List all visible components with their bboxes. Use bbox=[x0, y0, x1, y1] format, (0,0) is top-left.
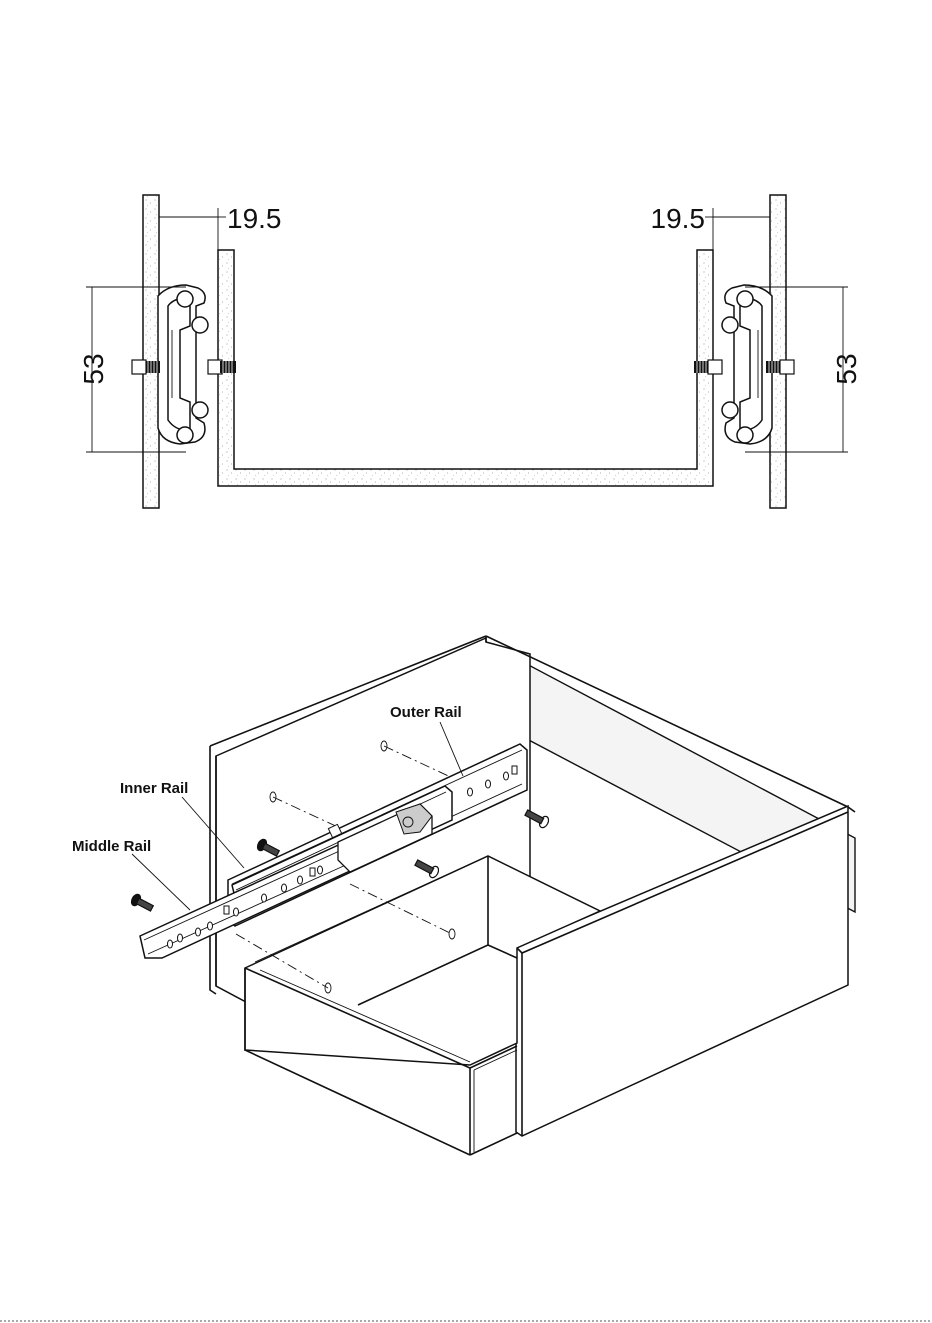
screw-left-outer bbox=[132, 360, 160, 374]
dim-line-right-width bbox=[705, 208, 770, 250]
cabinet-wall-left bbox=[143, 195, 159, 508]
slide-profile-left bbox=[158, 285, 208, 444]
label-outer-rail: Outer Rail bbox=[390, 704, 462, 721]
cabinet-right-panel bbox=[516, 806, 848, 1136]
dim-label-left-width: 19.5 bbox=[227, 203, 282, 234]
cross-section: 19.5 19.5 53 53 bbox=[78, 195, 862, 508]
dim-label-right-width: 19.5 bbox=[651, 203, 706, 234]
label-inner-rail: Inner Rail bbox=[120, 780, 188, 797]
dim-label-right-height: 53 bbox=[831, 353, 862, 384]
slide-profile-right bbox=[722, 285, 772, 444]
screw-left-inner bbox=[208, 360, 236, 374]
assembly-view: Outer Rail Inner Rail Middle Rail bbox=[72, 636, 855, 1155]
dim-line-left-width bbox=[159, 208, 226, 250]
label-middle-rail: Middle Rail bbox=[72, 838, 151, 855]
screw-right-inner bbox=[694, 360, 722, 374]
screw-right-outer bbox=[766, 360, 794, 374]
drawer-section bbox=[218, 250, 713, 486]
dim-label-left-height: 53 bbox=[78, 353, 109, 384]
